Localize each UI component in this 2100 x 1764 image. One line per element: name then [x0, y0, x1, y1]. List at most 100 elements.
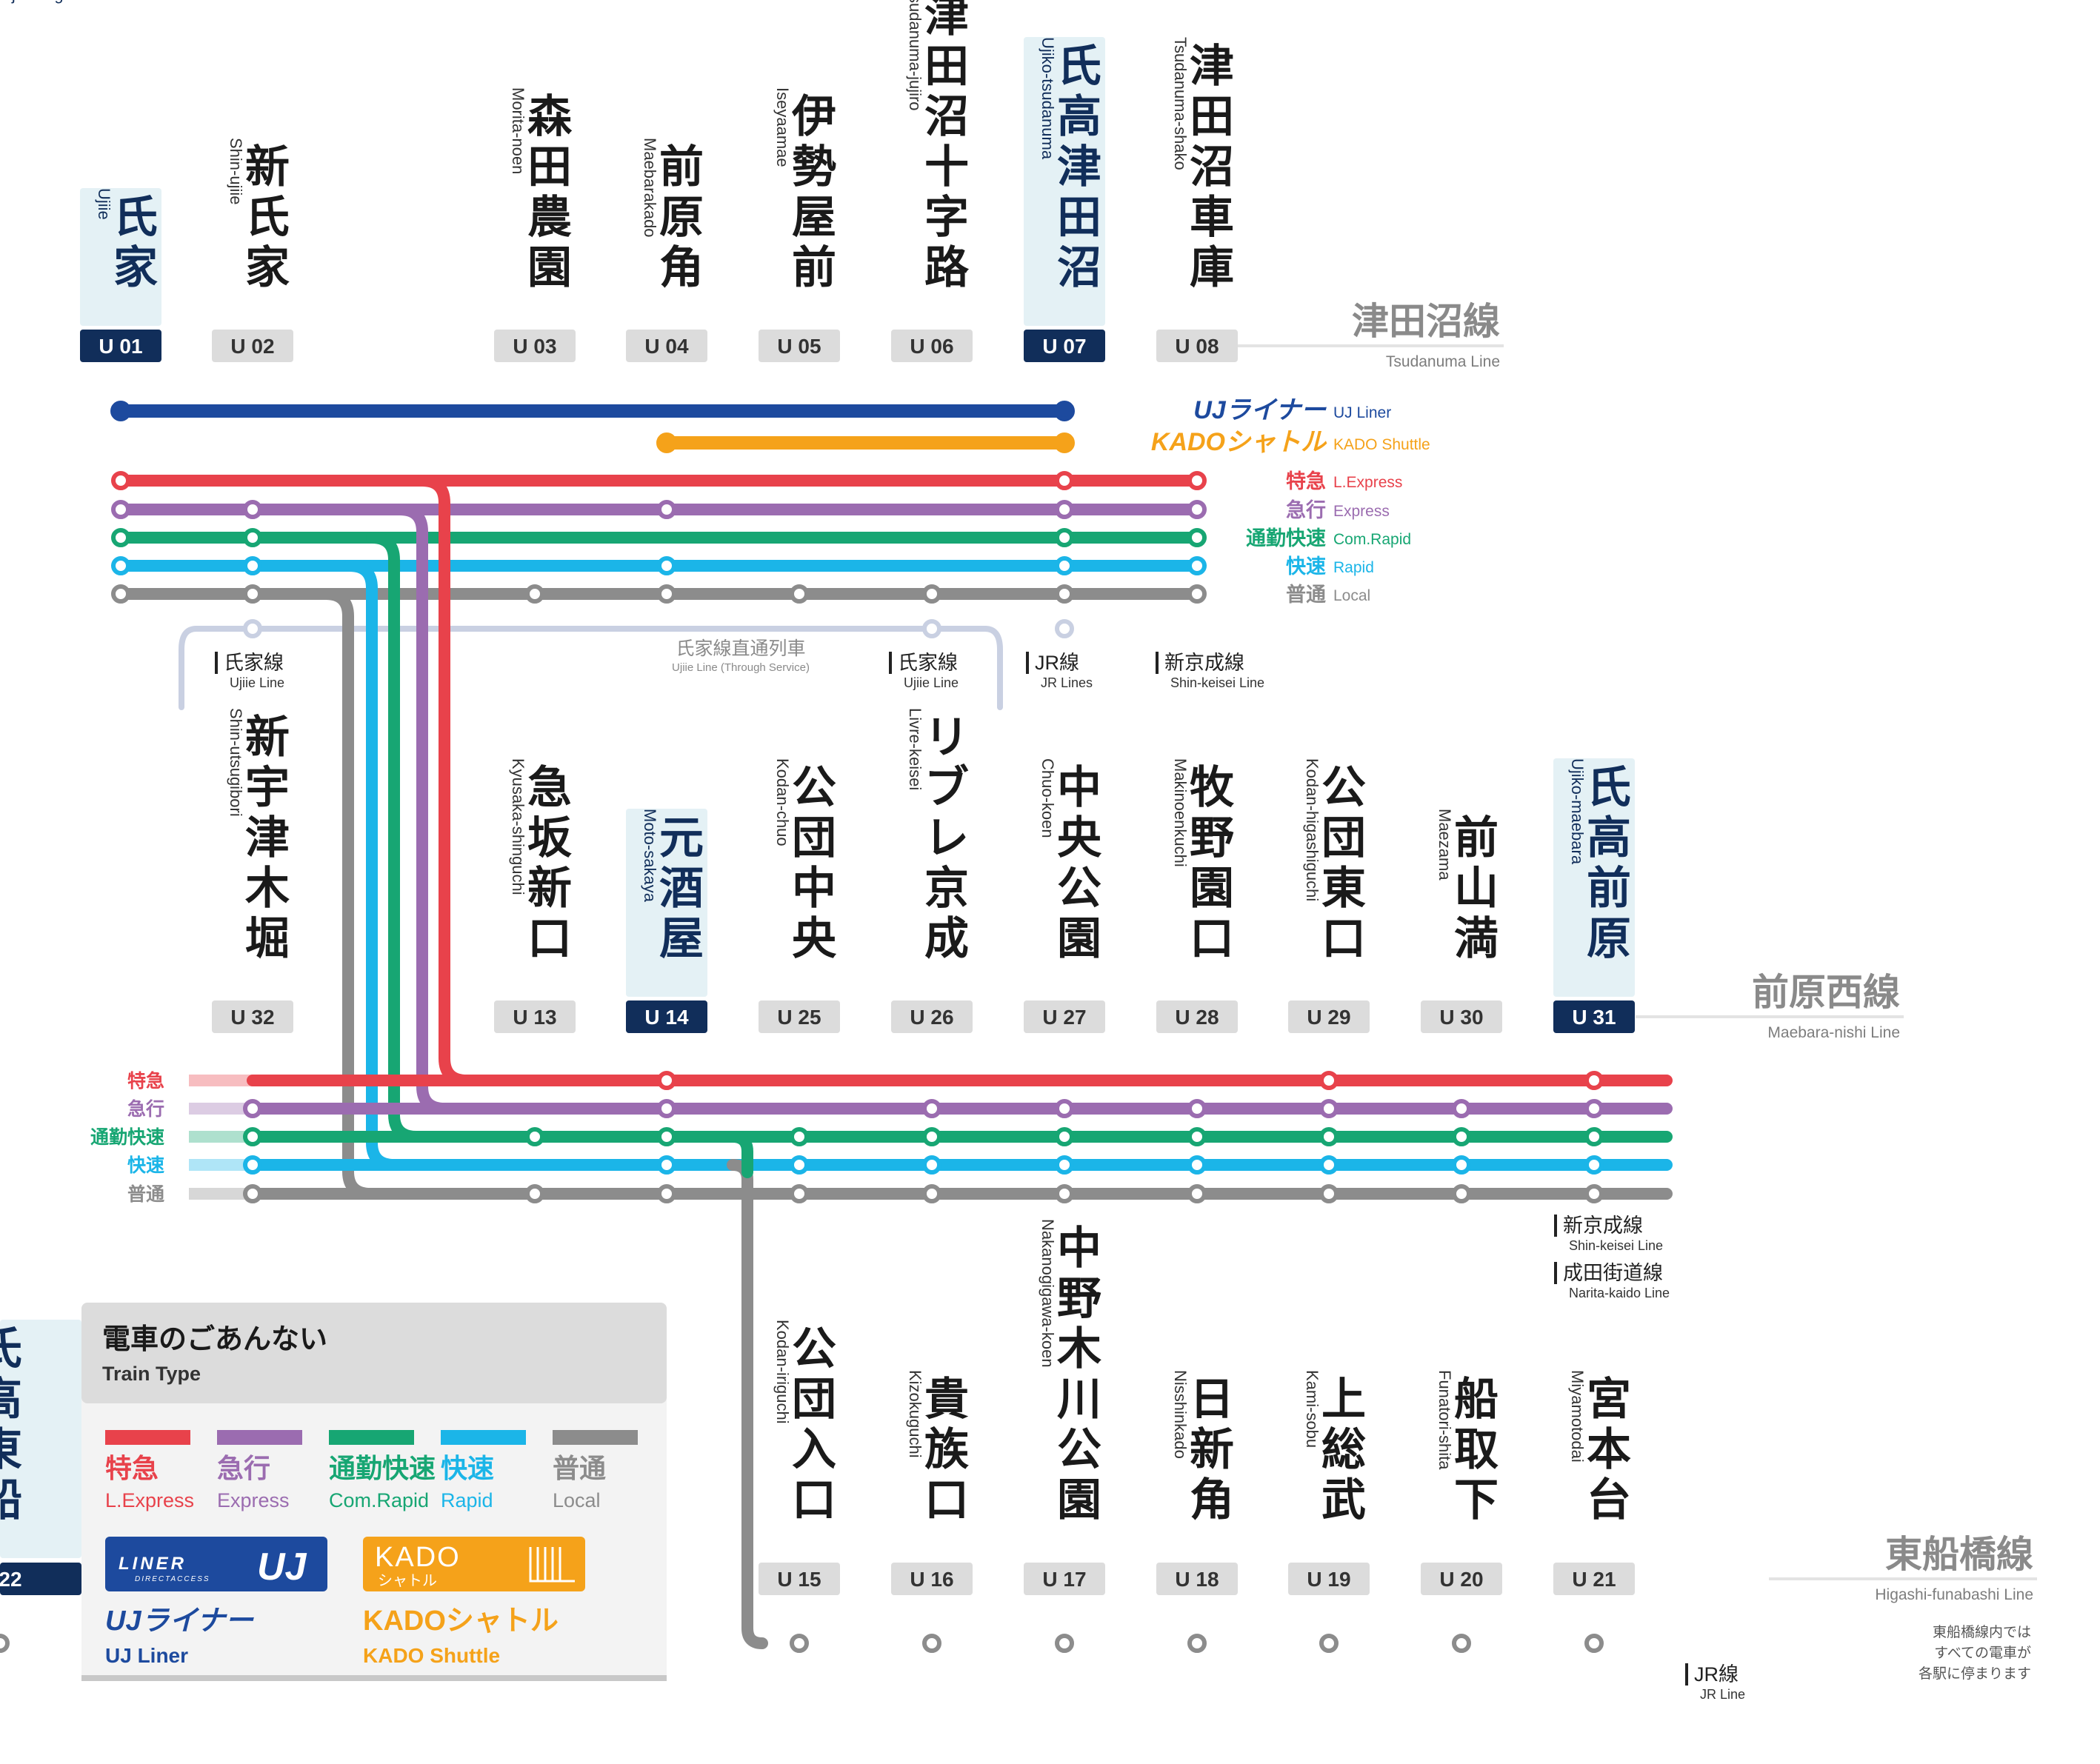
station-name-char: 団: [792, 1374, 836, 1424]
station-name-char: 中: [792, 863, 836, 913]
station-name-char: 屋: [659, 914, 704, 963]
station-name-char: 野: [1190, 813, 1234, 863]
station-romaji: Ujiko-tsudanuma: [1039, 37, 1057, 160]
service-label: UJライナー: [1193, 396, 1327, 424]
service-label-en: L.Express: [1333, 474, 1402, 491]
uj-liner-logo-sub: DIRECTACCESS: [135, 1575, 210, 1583]
station-romaji: Ujiko-higafuna: [0, 0, 104, 4]
station-name-char: 口: [924, 1475, 969, 1525]
station-name-char: 津: [1190, 41, 1234, 91]
transfer-label-en: Narita-kaido Line: [1569, 1286, 1670, 1300]
station-romaji: Shin-utsugibori: [227, 708, 245, 817]
station-name-char: 急: [527, 763, 572, 812]
station-code-badge: [1288, 1000, 1370, 1033]
station-name-char: 貴: [924, 1374, 969, 1424]
legend-type-label: 通勤快速: [329, 1453, 436, 1483]
station-code-badge: [1553, 1000, 1635, 1033]
legend-type-swatch: [553, 1430, 638, 1445]
station-stop-dot: [1319, 1071, 1339, 1090]
station-name-char: 本: [1587, 1425, 1631, 1474]
station-name-char: 船: [1454, 1374, 1499, 1424]
service-label: 快速: [1286, 555, 1326, 578]
station-name-char: 角: [659, 243, 704, 293]
transfer-label: JR線: [1035, 652, 1079, 674]
kado-shuttle-logo-text: KADO: [375, 1542, 461, 1573]
station-name-char: 台: [1587, 1475, 1631, 1525]
transfer-mark: [1026, 652, 1029, 674]
station-stop-dot: [657, 1127, 676, 1146]
transfer-mark: [1685, 1663, 1688, 1686]
station-stop-dot: [111, 500, 130, 519]
station-highlight-bg: [1553, 758, 1635, 997]
station-name-char: 新: [527, 863, 572, 913]
station-name-char: 沼: [1057, 243, 1101, 293]
station-code: U 25: [777, 1006, 821, 1029]
station-code: U 18: [1175, 1568, 1219, 1591]
station-code: U 29: [1307, 1006, 1350, 1029]
station-name-char: 原: [1587, 914, 1631, 963]
kado-shuttle-label-en: KADO Shuttle: [363, 1644, 500, 1667]
kado-shuttle-logo-sub: シャトル: [378, 1573, 437, 1589]
uj-liner-logo-mark: UJ: [257, 1546, 307, 1588]
station-code-badge: [494, 1000, 576, 1033]
station-stop-dot: [657, 1155, 676, 1175]
legend-type-label-en: L.Express: [105, 1489, 194, 1511]
kado-stop-dot: [656, 432, 677, 453]
station-stop-dot: [1584, 1127, 1604, 1146]
station-name-char: 角: [1190, 1475, 1234, 1525]
legend-bottom-bar: [81, 1675, 667, 1681]
station-name-char: 農: [527, 193, 572, 242]
station-code-badge: [212, 1000, 293, 1033]
station-name-char: 取: [1454, 1425, 1499, 1474]
station-stop-dot: [1055, 1184, 1074, 1203]
station-stop-dot: [1055, 1127, 1074, 1146]
station-highlight-bg: [80, 188, 161, 326]
transfer-label-en: Ujiie Line (Through Service): [672, 661, 810, 674]
through-service-route: [179, 626, 1003, 710]
station-name-char: 満: [1454, 914, 1499, 963]
station-name-char: 山: [1454, 863, 1499, 913]
transfer-label-en: JR Lines: [1041, 675, 1093, 690]
station-code-badge: [1288, 1563, 1370, 1595]
station-stop-dot: [790, 584, 809, 604]
station-name-char: 総: [1321, 1425, 1366, 1474]
station-code: U 27: [1042, 1006, 1086, 1029]
station-romaji: Shin-ujiie: [227, 138, 245, 205]
liner-stop-dot: [110, 401, 131, 421]
station-name-char: 中: [1057, 1223, 1101, 1273]
station-name-char: 木: [245, 863, 290, 913]
station-stop-dot: [111, 556, 130, 575]
station-stop-dot: [1584, 1155, 1604, 1175]
station-name-char: 氏: [1587, 763, 1631, 812]
station-code-badge: [891, 1563, 973, 1595]
station-romaji: Ujiko-maebara: [1568, 758, 1587, 865]
station-stop-dot: [657, 1071, 676, 1090]
station-name-char: 園: [1057, 1475, 1101, 1525]
station-romaji: Kodan-chuo: [773, 758, 792, 846]
station-code-badge: [212, 330, 293, 362]
station-code: U 15: [777, 1568, 821, 1591]
legend-type-label: 快速: [441, 1453, 494, 1483]
station-name-char: 牧: [1190, 763, 1235, 812]
transfer-label-en: Ujiie Line: [230, 675, 284, 690]
station-name-char: 伊: [791, 92, 836, 141]
service-label-en: Com.Rapid: [1333, 531, 1411, 548]
station-name-char: 前: [659, 142, 704, 192]
station-code: U 28: [1175, 1006, 1219, 1029]
transfer-label-en: Shin-keisei Line: [1569, 1238, 1663, 1253]
station-name-char: 公: [1321, 763, 1366, 812]
station-romaji: Tsudanuma-jujiro: [906, 0, 924, 111]
station-name-char: 団: [1321, 813, 1366, 863]
station-stop-dot: [111, 584, 130, 604]
service-label-en: Local: [1333, 587, 1370, 604]
station-name-char: 森: [527, 92, 573, 141]
legend-type-label: 特急: [105, 1453, 159, 1483]
station-name-char: 木: [1057, 1324, 1101, 1374]
